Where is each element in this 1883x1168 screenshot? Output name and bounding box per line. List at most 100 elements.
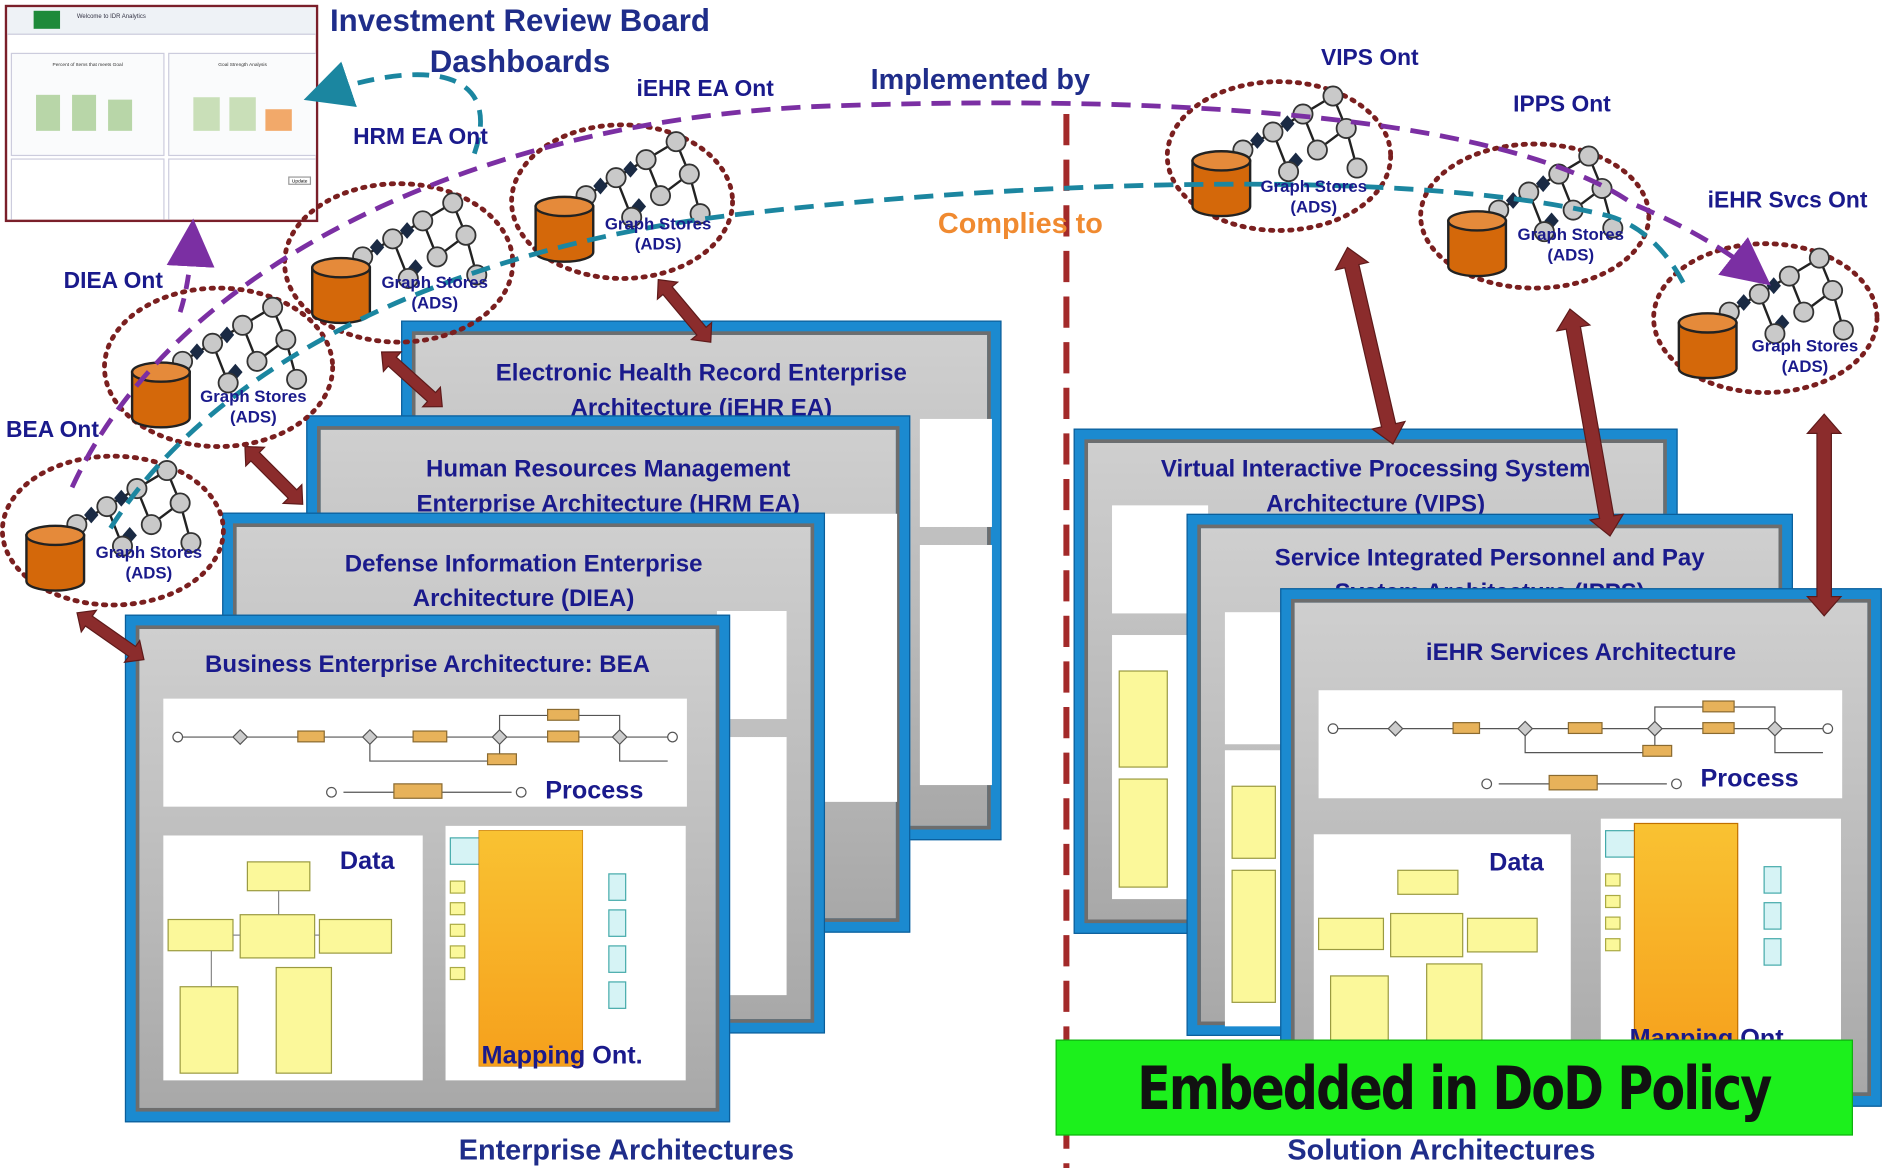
complies-to-arrow-to-dashboard (303, 61, 483, 155)
process-panel (919, 544, 992, 786)
irb-dashboard-thumbnail[interactable]: Welcome to IDR Analytics Percent of Item… (4, 4, 319, 223)
ontology-cluster (282, 181, 516, 345)
graph-store-label-line1: Graph Stores (1751, 336, 1859, 356)
mapping-label: Mapping Ont. (481, 1041, 643, 1070)
ont-label-diea: DIEA Ont (63, 268, 163, 295)
card-bea-title: Business Enterprise Architecture: BEA (205, 651, 650, 679)
card-diea-title-line1: Defense Information Enterprise (344, 550, 703, 578)
card-ipps-title-line1: Service Integrated Personnel and Pay (1274, 544, 1705, 572)
bidirectional-arrow (380, 351, 443, 408)
card-hrm-ea-title-line1: Human Resources Management (426, 456, 791, 483)
graph-store-cylinder-icon (311, 256, 372, 325)
graph-store-label-line1: Graph Stores (1260, 176, 1368, 196)
mapping-panel: Mapping Ont (1600, 818, 1841, 1065)
data-label: Data (1489, 848, 1544, 877)
process-flow-diagram (1327, 700, 1834, 791)
mapping-ontology-diagram (449, 830, 627, 1067)
policy-banner-text: Embedded in DoD Policy (1137, 1053, 1773, 1124)
footer-solution-architectures: Solution Architectures (1287, 1134, 1596, 1167)
title-line1: Investment Review Board (329, 2, 710, 39)
process-panel: Process (163, 698, 687, 807)
graph-store-label-line2: (ADS) (1547, 244, 1595, 265)
graph-store-label: Graph Stores(ADS) (1745, 336, 1865, 377)
bidirectional-arrow (1555, 308, 1625, 537)
graph-store-label: Graph Stores(ADS) (375, 272, 495, 313)
dashboard-header: Welcome to IDR Analytics (76, 13, 146, 21)
card-vips-title-line1: Virtual Interactive Processing System (1160, 456, 1591, 483)
card-diea-title-line2: Architecture (DIEA) (412, 585, 635, 613)
graph-store-cylinder-icon (25, 524, 86, 592)
dashboard-bar (193, 97, 220, 131)
dashboard-update-button[interactable]: Update (288, 176, 312, 185)
bidirectional-arrow (1334, 246, 1407, 445)
graph-store-cylinder-icon (1677, 312, 1738, 380)
graph-store-label: Graph Stores(ADS) (89, 543, 209, 584)
graph-store-cylinder-icon (1191, 150, 1252, 218)
process-label: Process (1700, 764, 1799, 793)
policy-banner: Embedded in DoD Policy (1055, 1039, 1853, 1136)
graph-store-cylinder-icon (130, 361, 191, 429)
dashboard-bar (265, 109, 292, 131)
implemented-by-label: Implemented by (870, 63, 1091, 97)
ontology-cluster (1651, 241, 1880, 395)
dashboard-bar (229, 97, 256, 131)
bidirectional-arrow (1806, 413, 1843, 617)
dashboard-chart1-title: Percent of Items that meets Goal (52, 61, 123, 68)
implemented-by-arc (69, 100, 1771, 489)
graph-store-label: Graph Stores(ADS) (1511, 224, 1631, 265)
dashboard-logo (33, 10, 61, 29)
process-panel (919, 418, 992, 527)
graph-store-label: Graph Stores(ADS) (1254, 176, 1374, 217)
ont-label-ipps: IPPS Ont (1513, 92, 1611, 118)
complies-to-label: Complies to (937, 207, 1103, 241)
dashboard-bar (108, 99, 133, 131)
implemented-by-arrow-to-dashboard (166, 218, 215, 313)
graph-store-label-line2: (ADS) (1781, 356, 1829, 376)
data-model-diagram (167, 861, 393, 1074)
ontology-cluster (1418, 141, 1652, 291)
data-panel: Data (1313, 834, 1571, 1063)
graph-store-label-line2: (ADS) (125, 562, 173, 583)
graph-store-label-line1: Graph Stores (200, 386, 307, 406)
process-flow-diagram (172, 708, 678, 799)
card-iehr-ea-title-line1: Electronic Health Record Enterprise (495, 360, 907, 387)
dashboard-chart2-title: Goal Strength Analysis (218, 61, 267, 68)
data-model-diagram (1231, 785, 1276, 1003)
card-iehr-services: iEHR Services Architecture (1280, 588, 1882, 1107)
card-iehr-services-title: iEHR Services Architecture (1425, 639, 1737, 667)
mapping-panel: Mapping Ont. (445, 825, 686, 1081)
process-label: Process (545, 776, 644, 805)
mapping-ontology-diagram (1605, 822, 1782, 1065)
ontology-cluster (102, 285, 336, 449)
ont-label-bea: BEA Ont (6, 417, 99, 443)
graph-store-label-line1: Graph Stores (604, 213, 712, 233)
data-model-diagram (1118, 670, 1168, 888)
graph-store-label-line1: Graph Stores (1517, 224, 1625, 244)
data-panel: Data (163, 835, 423, 1081)
graph-store-label-line2: (ADS) (230, 406, 277, 427)
bidirectional-arrow (656, 278, 713, 343)
footer-enterprise-architectures: Enterprise Architectures (458, 1134, 795, 1167)
graph-store-label-line2: (ADS) (1290, 196, 1338, 217)
card-vips-title-line2: Architecture (VIPS) (1266, 490, 1486, 518)
double-arrows (76, 246, 1843, 663)
complies-to-arc (108, 181, 1689, 530)
graph-store-label-line1: Graph Stores (381, 272, 488, 292)
ont-label-iehr: iEHR EA Ont (636, 76, 774, 103)
graph-store-label-line2: (ADS) (634, 234, 682, 254)
dashboard-bar (36, 94, 61, 131)
graph-store-label-line1: Graph Stores (95, 542, 203, 562)
title-line2: Dashboards (429, 43, 611, 80)
dashboard-bar (72, 94, 97, 131)
graph-store-label: Graph Stores(ADS) (193, 387, 313, 428)
graph-store-cylinder-icon (1447, 210, 1508, 278)
bidirectional-arrow (76, 609, 145, 663)
ont-label-hrm: HRM EA Ont (353, 124, 488, 151)
process-panel: Process (1318, 690, 1843, 799)
ont-label-vips: VIPS Ont (1320, 45, 1419, 71)
graph-store-label: Graph Stores(ADS) (598, 214, 718, 255)
data-label: Data (339, 847, 395, 876)
card-bea: Business Enterprise Architecture: BEA (124, 614, 731, 1123)
